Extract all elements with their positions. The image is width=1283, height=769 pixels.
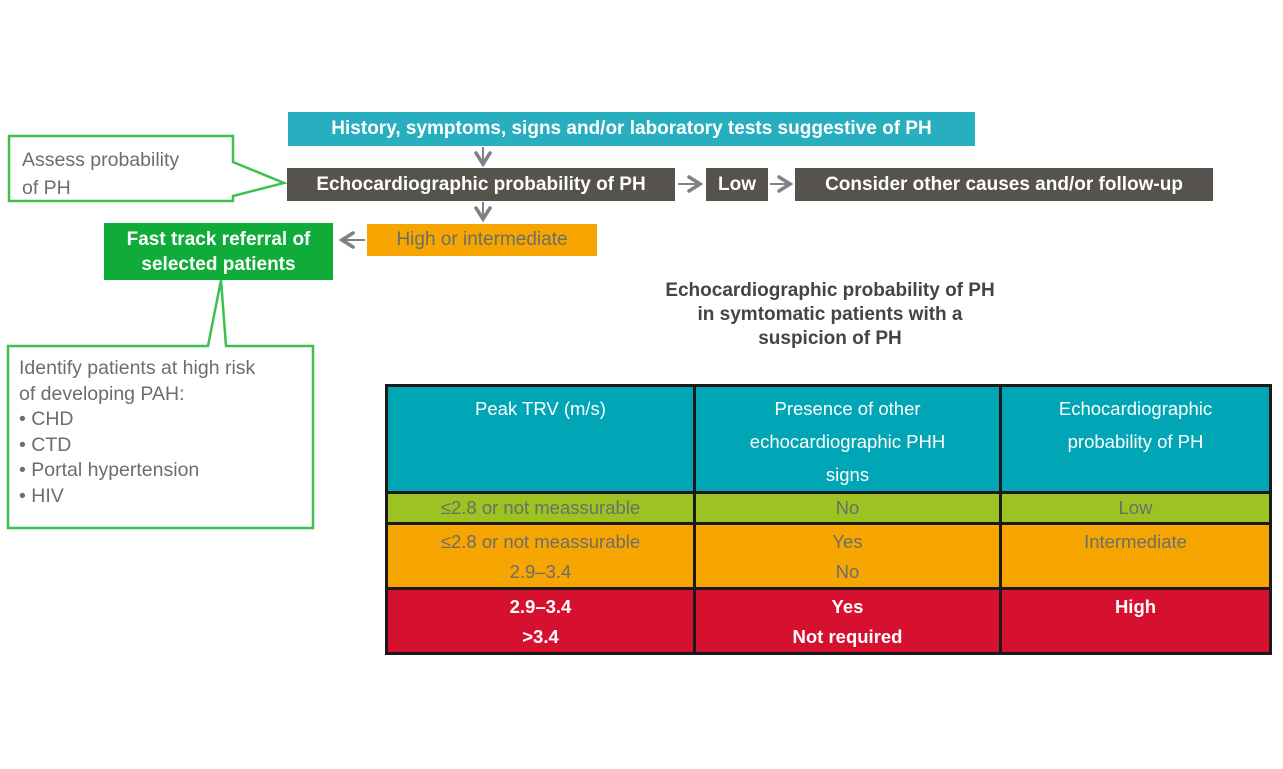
cell-trv-high: 2.9–3.4>3.4 <box>385 587 696 655</box>
high-or-intermediate-box: High or intermediate <box>367 224 597 256</box>
cell-trv-low: ≤2.8 or not meassurable <box>385 491 696 525</box>
table-row-low: ≤2.8 or not meassurable No Low <box>385 491 1272 525</box>
cell-probability-high: High <box>999 587 1272 655</box>
low-box: Low <box>706 168 768 201</box>
history-box: History, symptoms, signs and/or laborato… <box>288 112 975 146</box>
header-peak-trv: Peak TRV (m/s) <box>385 384 696 494</box>
cell-signs-low: No <box>693 491 1002 525</box>
cell-probability-intermediate: Intermediate <box>999 522 1272 590</box>
echo-probability-box: Echocardiographic probability of PH <box>287 168 675 201</box>
cell-probability-low: Low <box>999 491 1272 525</box>
identify-bullet-list: • CHD• CTD• Portal hypertension• HIV <box>19 408 200 507</box>
consider-other-causes-box: Consider other causes and/or follow-up <box>795 168 1213 201</box>
